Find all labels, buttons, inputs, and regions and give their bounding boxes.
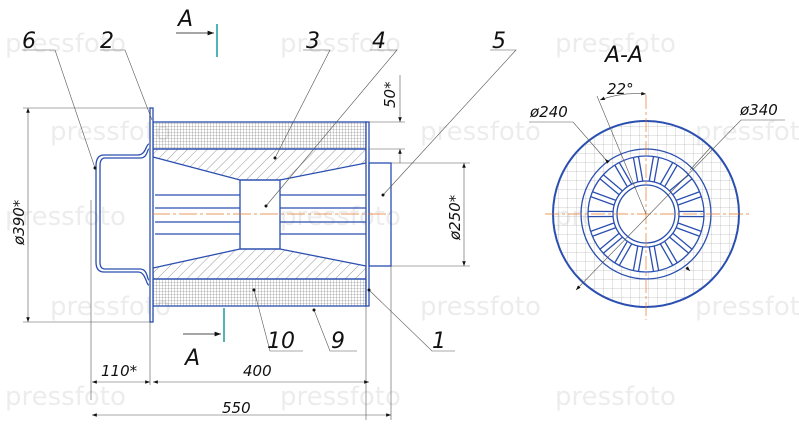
section-marks: [176, 24, 225, 342]
mesh-top: [152, 121, 367, 150]
watermark: pressfoto: [420, 292, 541, 322]
spoke: [664, 240, 678, 264]
spoke: [592, 191, 617, 201]
cone-top: [152, 148, 367, 181]
watermark: pressfoto: [280, 202, 401, 232]
spoke: [599, 178, 620, 196]
watermark: pressfoto: [555, 382, 676, 412]
spoke: [614, 164, 628, 188]
spoke: [653, 245, 660, 271]
handle: [95, 143, 150, 286]
spoke: [672, 178, 693, 196]
flange-plate: [149, 107, 154, 323]
watermark: pressfoto: [280, 382, 401, 412]
callout-5: 5: [492, 29, 506, 54]
section-marker-top: A: [176, 7, 193, 32]
dim-ring-diameter: ø340: [739, 101, 778, 119]
spoke: [590, 222, 615, 232]
spoke: [648, 246, 655, 272]
nozzle: [368, 162, 392, 267]
leader-dots: [93, 156, 385, 312]
spoke: [599, 232, 620, 250]
dim-body-length: 400: [243, 362, 272, 380]
dimension-lines: [22, 49, 517, 420]
spoke: [632, 157, 639, 183]
spoke: [614, 240, 628, 264]
watermark: pressfoto: [5, 382, 126, 412]
dim-gap: 50*: [381, 81, 399, 108]
callout-9: 9: [331, 329, 345, 354]
spoke: [659, 162, 674, 185]
spoke: [675, 191, 700, 201]
dim-angle: 22°: [607, 80, 634, 98]
spoke: [618, 243, 633, 266]
spoke: [664, 164, 678, 188]
spoke: [602, 174, 623, 192]
spoke: [677, 196, 702, 206]
section-marker-bottom: A: [183, 346, 200, 371]
watermark: pressfoto: [695, 117, 799, 147]
inner-lines: [155, 194, 366, 235]
dim-total-length: 550: [222, 399, 251, 417]
spoke: [675, 227, 700, 237]
watermark: pressfoto: [5, 29, 126, 59]
handle-inner: [99, 148, 150, 281]
spoke: [637, 246, 644, 272]
watermark: pressfoto: [280, 29, 401, 59]
watermark: pressfoto: [555, 29, 676, 59]
section-title: A-A: [603, 43, 643, 68]
callout-3: 3: [306, 29, 320, 54]
spoke: [632, 245, 639, 271]
callout-2: 2: [100, 29, 114, 54]
callout-6: 6: [22, 29, 36, 54]
dim-outer-diameter: ø390*: [10, 199, 28, 246]
side-view: [95, 107, 392, 323]
cross-section: 22° ø240 ø340: [529, 80, 785, 320]
mesh-bottom: [152, 278, 367, 307]
watermark: pressfoto: [5, 202, 126, 232]
spoke: [672, 232, 693, 250]
spoke: [648, 156, 655, 182]
center-insert: [239, 179, 281, 250]
spoke: [653, 157, 660, 183]
spoke: [592, 227, 617, 237]
spoke: [602, 236, 623, 254]
spoke: [590, 196, 615, 206]
spoke: [659, 243, 674, 266]
spoke: [677, 222, 702, 232]
spoke: [637, 156, 644, 182]
spoke: [618, 162, 633, 185]
dim-inner-diameter: ø240: [529, 103, 568, 121]
dim-handle-length: 110*: [101, 362, 138, 380]
cone-bottom: [152, 248, 367, 280]
dim-nozzle-diameter: ø250*: [446, 194, 464, 241]
watermark: pressfoto: [695, 292, 799, 322]
callout-10: 10: [267, 329, 295, 354]
callout-4: 4: [372, 29, 386, 54]
callout-1: 1: [432, 329, 446, 354]
watermark: pressfoto: [420, 117, 541, 147]
spoke: [669, 236, 690, 254]
